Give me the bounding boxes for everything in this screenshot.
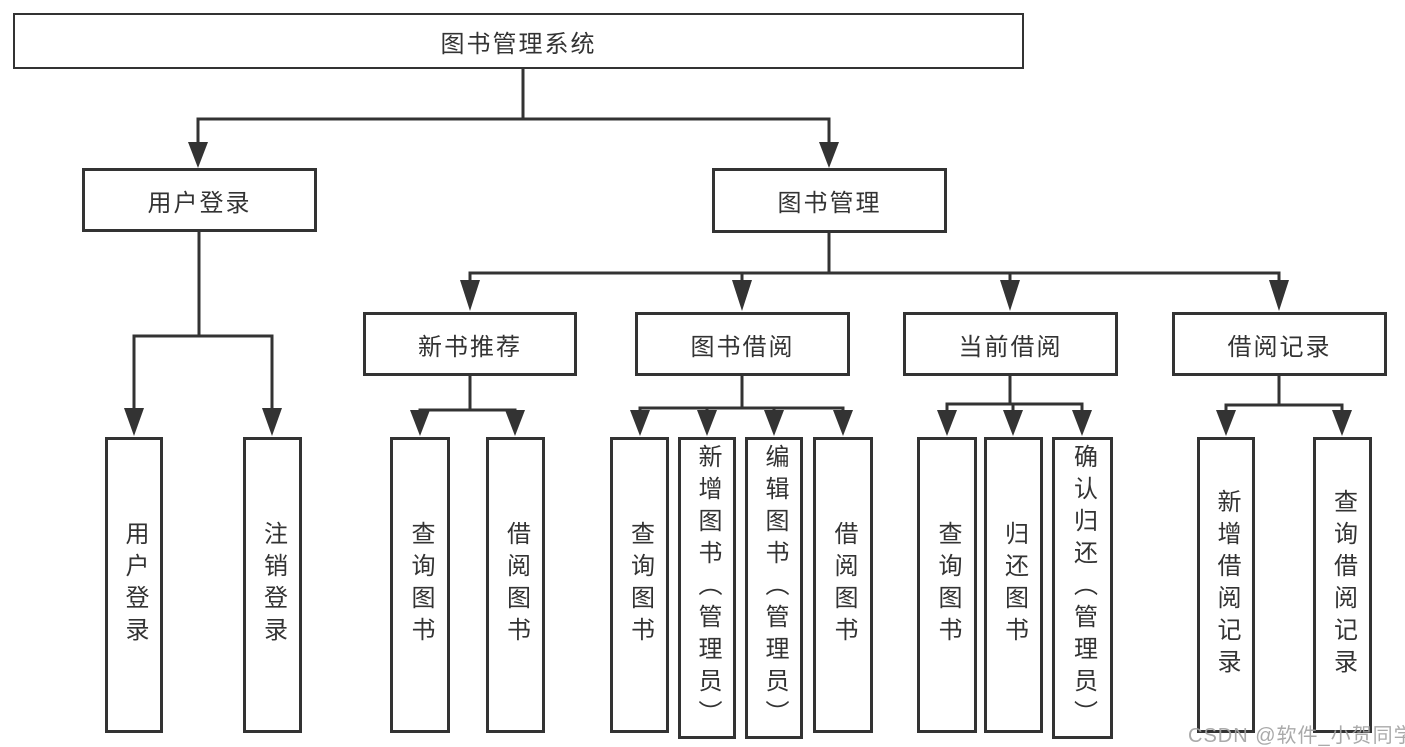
connector-borrow-records-split xyxy=(1224,374,1344,416)
leaf-add-books-admin: 新增图书（管理员） xyxy=(678,437,736,739)
leaf-search-books-borrowing: 查询图书 xyxy=(610,437,669,733)
arrow-cb-leaf-3 xyxy=(1072,410,1092,436)
connector-book-management-split xyxy=(468,231,1281,288)
node-library-management-system: 图书管理系统 xyxy=(13,13,1024,69)
node-borrow-records: 借阅记录 xyxy=(1172,312,1387,376)
arrow-bb-leaf-2 xyxy=(697,410,717,436)
arrow-bb-leaf-4 xyxy=(833,410,853,436)
arrow-to-new-book-recommend xyxy=(460,280,480,311)
arrow-to-current-borrowing xyxy=(1000,280,1020,311)
arrowheads xyxy=(124,142,1352,436)
leaf-search-borrow-record: 查询借阅记录 xyxy=(1313,437,1372,733)
arrow-cb-leaf-1 xyxy=(937,410,957,436)
arrow-bb-leaf-3 xyxy=(764,410,784,436)
node-book-management: 图书管理 xyxy=(712,168,947,233)
connector-book-borrowing-split xyxy=(638,374,845,416)
connector-new-book-recommend-split xyxy=(418,374,517,416)
arrow-br-leaf-2 xyxy=(1332,410,1352,436)
arrow-bb-leaf-1 xyxy=(630,410,650,436)
arrow-to-book-management xyxy=(819,142,839,168)
connector-current-borrowing-split xyxy=(945,374,1084,416)
arrow-to-user-login xyxy=(188,142,208,168)
leaf-search-books-recommend: 查询图书 xyxy=(390,437,450,733)
leaf-borrow-books-recommend: 借阅图书 xyxy=(486,437,545,733)
node-user-login: 用户登录 xyxy=(82,168,317,232)
arrow-br-leaf-1 xyxy=(1216,410,1236,436)
connector-user-login-split xyxy=(132,230,274,414)
leaf-add-borrow-record: 新增借阅记录 xyxy=(1197,437,1255,733)
node-new-book-recommend: 新书推荐 xyxy=(363,312,577,376)
arrow-to-leaf-user-login xyxy=(124,408,144,436)
leaf-borrow-books-borrowing: 借阅图书 xyxy=(813,437,873,733)
leaf-search-books-current: 查询图书 xyxy=(917,437,977,733)
arrow-cb-leaf-2 xyxy=(1003,410,1023,436)
node-book-borrowing: 图书借阅 xyxy=(635,312,850,376)
leaf-logout: 注销登录 xyxy=(243,437,302,733)
arrow-to-borrow-records xyxy=(1269,280,1289,311)
leaf-confirm-return-admin: 确认归还（管理员） xyxy=(1052,437,1113,739)
connector-root-split xyxy=(196,67,831,147)
csdn-watermark: CSDN @软件_小贺同学 xyxy=(1188,725,1405,747)
leaf-return-books: 归还图书 xyxy=(984,437,1043,733)
node-current-borrowing: 当前借阅 xyxy=(903,312,1118,376)
leaf-edit-books-admin: 编辑图书（管理员） xyxy=(745,437,803,739)
arrow-rec-leaf-1 xyxy=(410,410,430,436)
arrow-to-book-borrowing xyxy=(732,280,752,311)
arrow-to-leaf-logout xyxy=(262,408,282,436)
leaf-user-login: 用户登录 xyxy=(105,437,163,733)
arrow-rec-leaf-2 xyxy=(505,410,525,436)
